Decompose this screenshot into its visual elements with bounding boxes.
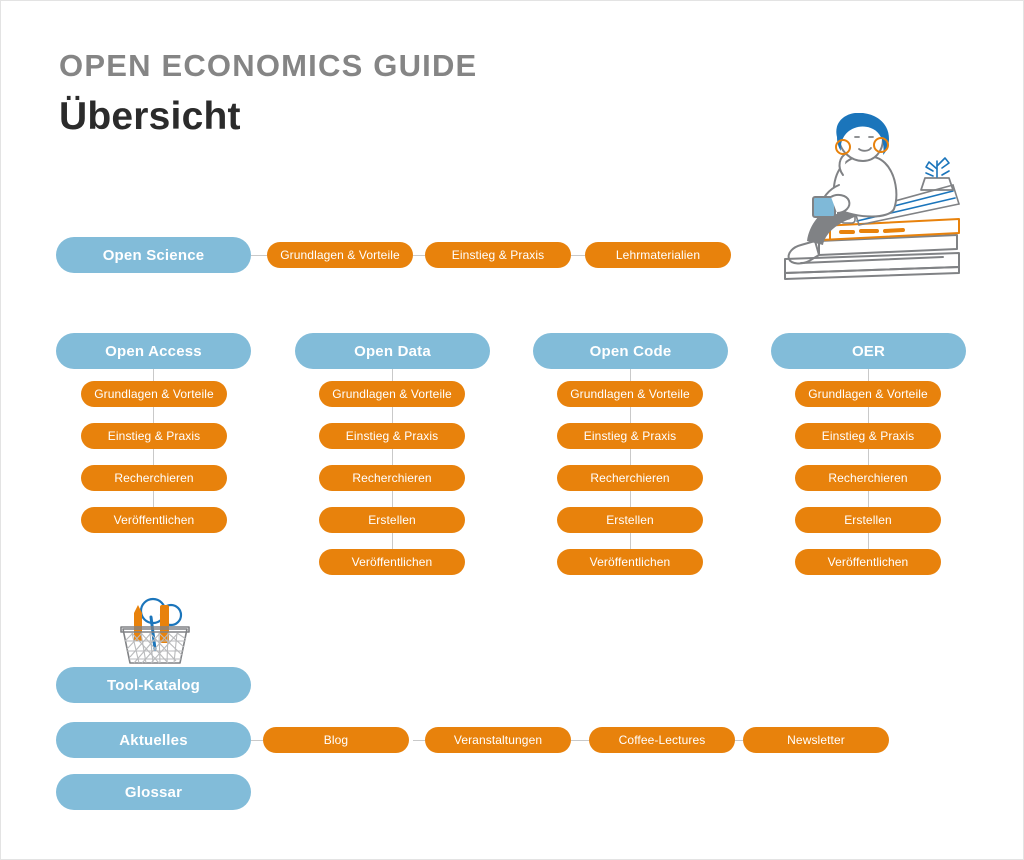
node-tool-katalog[interactable]: Tool-Katalog	[56, 667, 251, 703]
node-open-code-item-4[interactable]: Erstellen	[557, 507, 703, 533]
node-open-data-item-2[interactable]: Einstieg & Praxis	[319, 423, 465, 449]
connector-open-science-2	[413, 255, 425, 256]
person-reading-on-books-illustration	[784, 113, 960, 280]
node-open-data[interactable]: Open Data	[295, 333, 490, 369]
node-open-code-item-1[interactable]: Grundlagen & Vorteile	[557, 381, 703, 407]
node-oer-item-5[interactable]: Veröffentlichen	[795, 549, 941, 575]
node-oer[interactable]: OER	[771, 333, 966, 369]
node-open-access-item-4[interactable]: Veröffentlichen	[81, 507, 227, 533]
node-open-science[interactable]: Open Science	[56, 237, 251, 273]
node-aktuelles[interactable]: Aktuelles	[56, 722, 251, 758]
connector-open-science-3	[571, 255, 585, 256]
page-title: Übersicht	[59, 95, 241, 138]
node-open-data-item-5[interactable]: Veröffentlichen	[319, 549, 465, 575]
node-open-code-item-5[interactable]: Veröffentlichen	[557, 549, 703, 575]
node-open-data-item-4[interactable]: Erstellen	[319, 507, 465, 533]
node-open-code[interactable]: Open Code	[533, 333, 728, 369]
page-kicker: OPEN ECONOMICS GUIDE	[59, 48, 478, 83]
node-aktuelles-coffee-lectures[interactable]: Coffee-Lectures	[589, 727, 735, 753]
node-open-science-lehrmaterialien[interactable]: Lehrmaterialien	[585, 242, 731, 268]
node-glossar[interactable]: Glossar	[56, 774, 251, 810]
basket-with-tools-illustration	[120, 597, 190, 664]
node-open-code-item-3[interactable]: Recherchieren	[557, 465, 703, 491]
node-aktuelles-blog[interactable]: Blog	[263, 727, 409, 753]
node-oer-item-4[interactable]: Erstellen	[795, 507, 941, 533]
node-open-code-item-2[interactable]: Einstieg & Praxis	[557, 423, 703, 449]
node-oer-item-1[interactable]: Grundlagen & Vorteile	[795, 381, 941, 407]
node-open-access-item-3[interactable]: Recherchieren	[81, 465, 227, 491]
node-open-science-einstieg[interactable]: Einstieg & Praxis	[425, 242, 571, 268]
node-open-data-item-3[interactable]: Recherchieren	[319, 465, 465, 491]
node-aktuelles-newsletter[interactable]: Newsletter	[743, 727, 889, 753]
node-aktuelles-veranstaltungen[interactable]: Veranstaltungen	[425, 727, 571, 753]
node-oer-item-2[interactable]: Einstieg & Praxis	[795, 423, 941, 449]
node-open-access[interactable]: Open Access	[56, 333, 251, 369]
node-open-data-item-1[interactable]: Grundlagen & Vorteile	[319, 381, 465, 407]
node-open-science-grundlagen[interactable]: Grundlagen & Vorteile	[267, 242, 413, 268]
connector-aktuelles-2	[413, 740, 425, 741]
node-open-access-item-2[interactable]: Einstieg & Praxis	[81, 423, 227, 449]
node-open-access-item-1[interactable]: Grundlagen & Vorteile	[81, 381, 227, 407]
node-oer-item-3[interactable]: Recherchieren	[795, 465, 941, 491]
connector-aktuelles-3	[571, 740, 589, 741]
connector-open-science-1	[251, 255, 267, 256]
connector-aktuelles-1	[251, 740, 263, 741]
